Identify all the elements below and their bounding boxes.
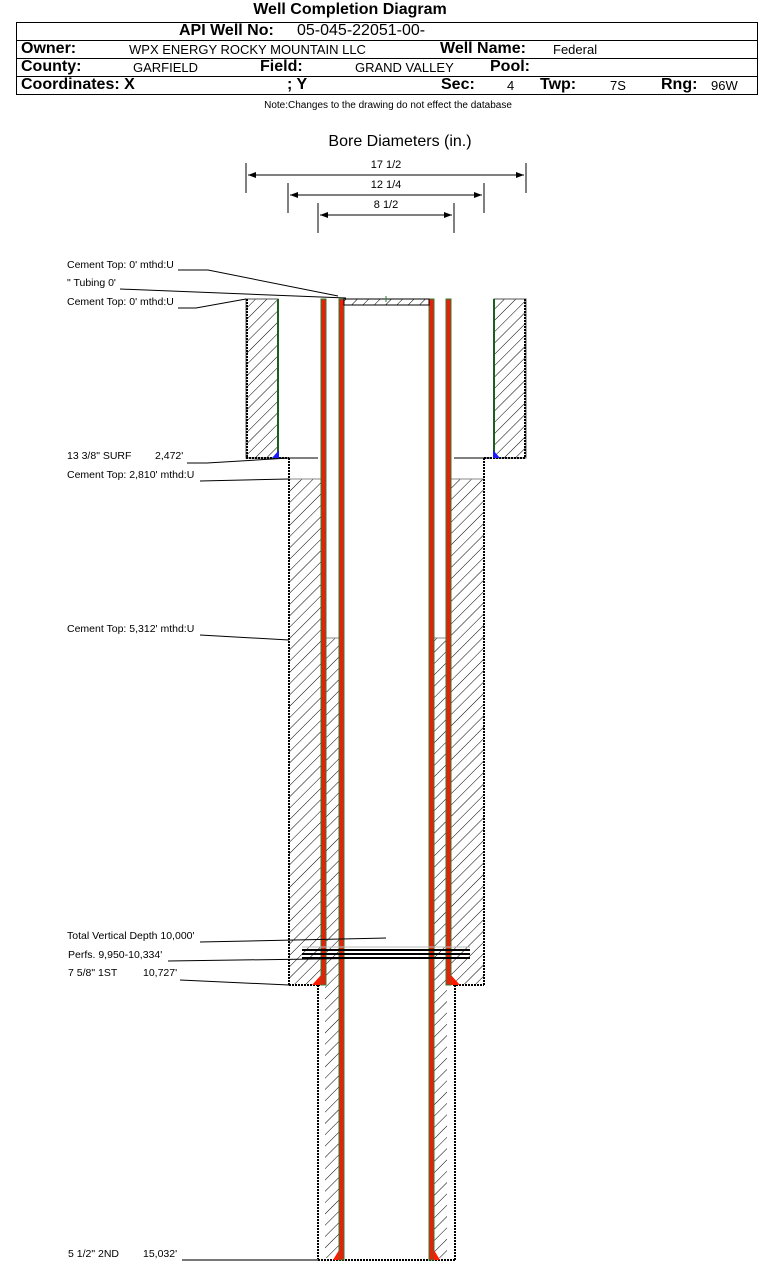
leader-cement-top-inner: [178, 298, 247, 309]
second-casing-shoe-left: [333, 1250, 339, 1260]
leader-tvd: [199, 937, 387, 943]
owner-value: WPX ENERGY ROCKY MOUNTAIN LLC: [129, 42, 366, 57]
county-label: County:: [21, 58, 82, 75]
leader-surf-casing: [187, 457, 290, 464]
header-row-county: County: GARFIELD Field: GRAND VALLEY Poo…: [16, 58, 758, 77]
rng-label: Rng:: [661, 76, 698, 93]
diagram-title: Well Completion Diagram: [253, 1, 447, 18]
annotation-cement-top-surface-outer: Cement Top: 0' mthd:U: [67, 259, 174, 271]
leader-cement-top-2nd: [199, 634, 290, 641]
bore-diameters-title: Bore Diameters (in.): [328, 133, 472, 150]
header-row-api: API Well No: 05-045-22051-00-: [16, 22, 758, 41]
annotation-1st-casing-label: 7 5/8" 1ST: [68, 967, 118, 979]
field-value: GRAND VALLEY: [355, 60, 454, 75]
annotation-1st-casing-depth: 10,727': [143, 967, 178, 979]
bore-diameter-label-2: 12 1/4: [370, 179, 402, 191]
api-label: API Well No:: [179, 22, 274, 39]
leader-first-casing: [179, 979, 290, 986]
owner-label: Owner:: [21, 40, 77, 57]
bore-diameter-label-1: 17 1/2: [370, 159, 402, 171]
rng-value: 96W: [711, 78, 738, 93]
annotation-cement-top-surface-inner: Cement Top: 0' mthd:U: [67, 296, 174, 308]
sec-value: 4: [507, 78, 515, 93]
annotation-cement-top-1st: Cement Top: 2,810' mthd:U: [67, 469, 195, 481]
first-casing-shoe-right: [451, 975, 460, 985]
pool-label: Pool:: [490, 58, 530, 75]
annotation-tubing: " Tubing 0': [67, 277, 116, 289]
annotation-2nd-casing-label: 5 1/2" 2ND: [68, 1248, 120, 1260]
second-casing: [333, 298, 440, 1261]
production-cement: [317, 637, 456, 1261]
coords-y-label: ; Y: [287, 76, 308, 93]
well-name-label: Well Name:: [440, 40, 526, 57]
first-casing-shoe-left: [312, 975, 321, 985]
surface-casing-shoe-left: [272, 450, 279, 458]
database-note: Note:Changes to the drawing do not effec…: [264, 100, 512, 111]
first-casing: [312, 298, 460, 986]
leader-cement-top-1st: [199, 478, 290, 482]
bore-diameter-label-3: 8 1/2: [373, 199, 399, 211]
twp-value: 7S: [610, 78, 626, 93]
leader-tubing: [119, 288, 347, 299]
county-value: GARFIELD: [133, 60, 199, 75]
leader-lines: [119, 269, 387, 1261]
annotation-surf-casing-depth: 2,472': [155, 450, 184, 462]
twp-label: Twp:: [540, 76, 577, 93]
annotation-cement-top-2nd: Cement Top: 5,312' mthd:U: [67, 623, 195, 635]
tubing-top: [343, 296, 430, 306]
surface-casing-shoe-right: [493, 450, 500, 458]
annotation-2nd-casing-depth: 15,032': [143, 1248, 178, 1260]
header-row-coords: Coordinates: X ; Y Sec: 4 Twp: 7S Rng: 9…: [16, 76, 758, 95]
surface-casing: [272, 299, 500, 458]
second-casing-shoe-right: [434, 1250, 440, 1260]
annotation-tvd: Total Vertical Depth 10,000': [67, 930, 195, 942]
intermediate-cement: [280, 457, 492, 986]
surface-cement: [245, 298, 527, 459]
field-label: Field:: [260, 58, 303, 75]
sec-label: Sec:: [441, 76, 475, 93]
well-name-value: Federal: [553, 42, 598, 57]
leader-perfs: [167, 957, 387, 962]
api-value: 05-045-22051-00-: [297, 22, 426, 39]
annotation-perfs: Perfs. 9,950-10,334': [68, 949, 163, 961]
annotation-surf-casing-label: 13 3/8" SURF: [67, 450, 132, 462]
leader-cement-top-outer: [178, 269, 339, 297]
bore-dimension-lines: [245, 163, 527, 233]
coords-x-label: Coordinates: X: [21, 76, 135, 93]
header-row-owner: Owner: WPX ENERGY ROCKY MOUNTAIN LLC Wel…: [16, 40, 758, 59]
